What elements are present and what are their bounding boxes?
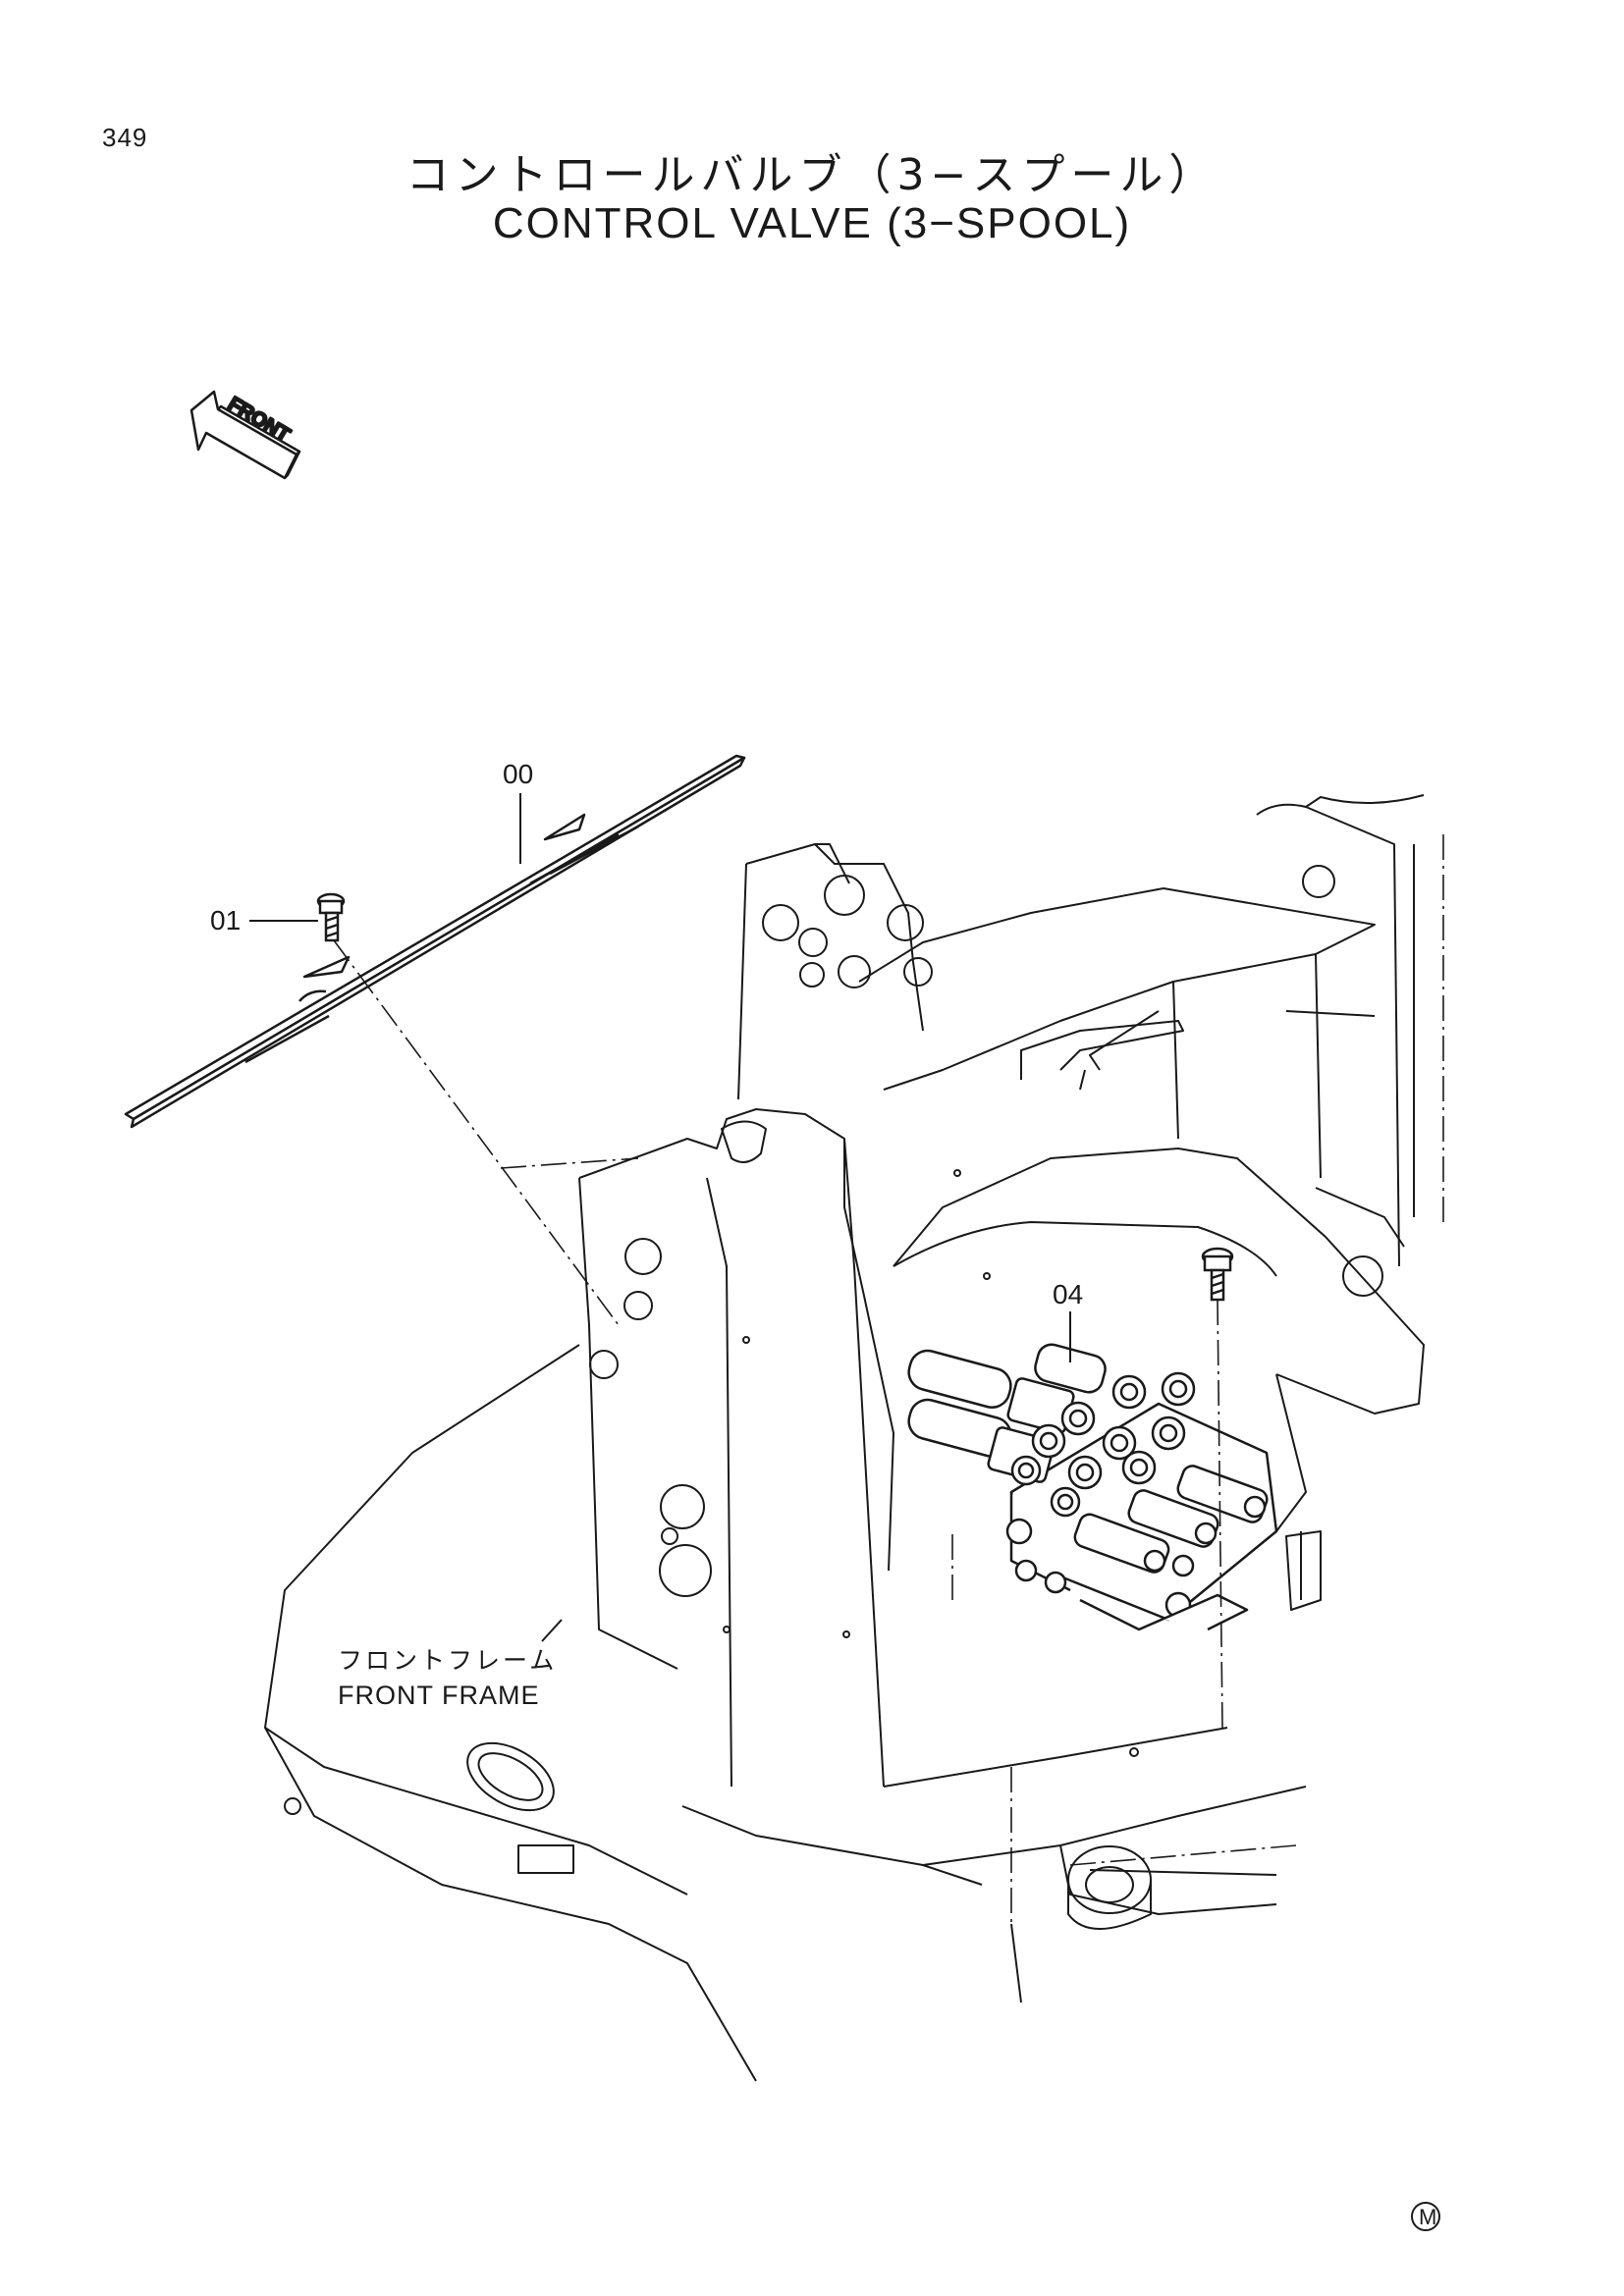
valve-ports [1010, 1371, 1196, 1518]
cover-plate-part-00 [124, 754, 746, 1129]
callout-04: 04 [1053, 1279, 1083, 1362]
front-direction-arrow-icon: FRONT [189, 390, 301, 480]
front-frame-structure [264, 794, 1425, 2082]
front-frame-label-japanese: フロントフレーム [338, 1647, 557, 1675]
callout-04-label: 04 [1053, 1279, 1083, 1309]
control-valve-part-04 [907, 1343, 1278, 1631]
circled-m-letter: M [1419, 2205, 1436, 2229]
front-frame-label-english: FRONT FRAME [338, 1681, 540, 1710]
page-title-japanese: コントロールバルブ（3−スプール） [406, 150, 1218, 200]
callout-00-label: 00 [503, 759, 533, 789]
callout-01: 01 [210, 905, 318, 935]
callout-01-label: 01 [210, 905, 241, 935]
front-frame-label: フロントフレーム FRONT FRAME [338, 1619, 563, 1710]
spool-1 [907, 1349, 1075, 1434]
page-number: 349 [102, 123, 148, 152]
spool-end-fittings [1073, 1465, 1269, 1574]
page-title-english: CONTROL VALVE (3−SPOOL) [492, 199, 1132, 247]
spool-3 [1034, 1343, 1107, 1394]
callout-00: 00 [503, 759, 533, 864]
circled-m-icon: M [1411, 2202, 1440, 2231]
bolt-part-01 [316, 892, 346, 942]
mounting-bolt [1201, 1247, 1234, 1302]
assembly-guide-lines [333, 834, 1444, 1924]
